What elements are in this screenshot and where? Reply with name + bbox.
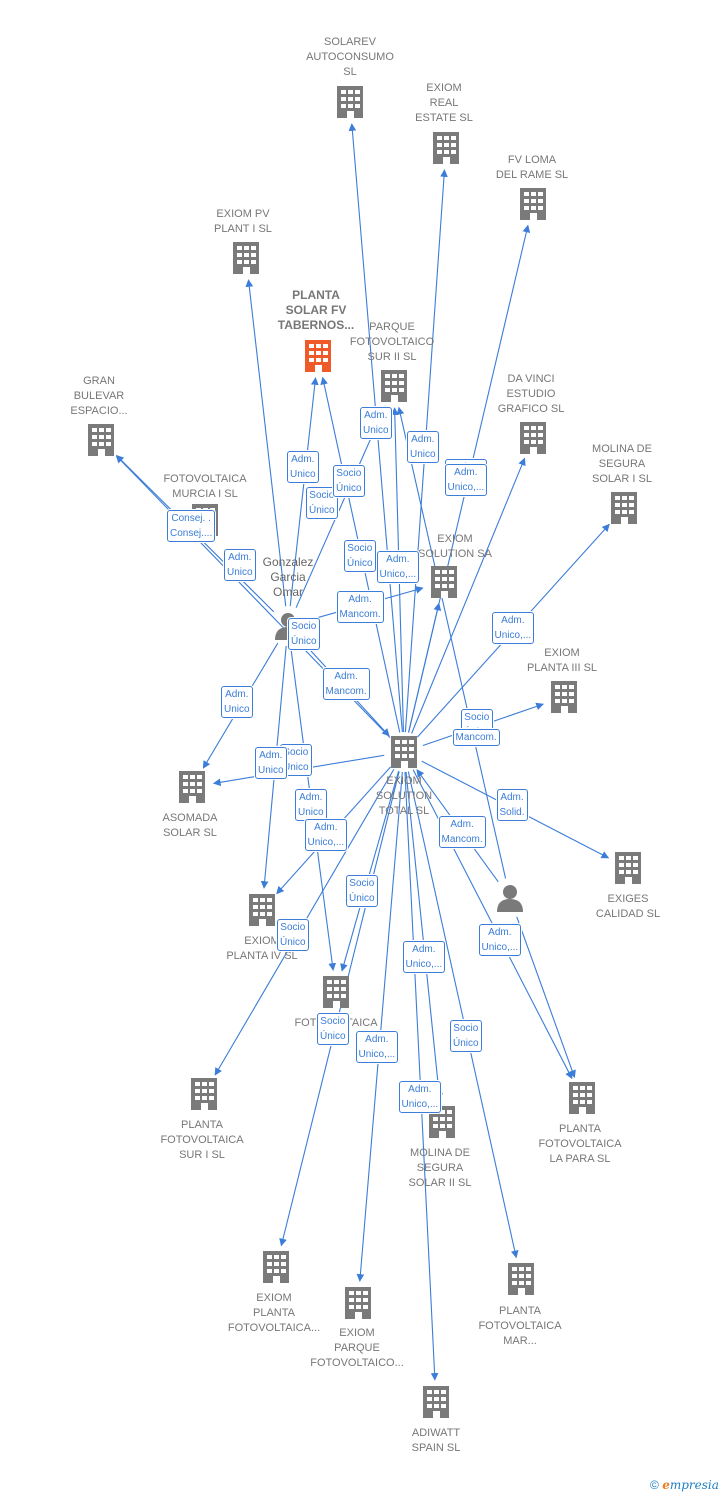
building-icon-pmar[interactable] (508, 1263, 534, 1295)
edge-center-davinci (411, 457, 526, 734)
edge-label-21[interactable]: Adm. Unico (255, 747, 287, 779)
edge-label-14[interactable]: Adm. Mancom. (322, 668, 370, 700)
node-label-molina2[interactable]: MOLINA DE SEGURA SOLAR II SL (408, 1147, 472, 1189)
edge-center-molina2 (405, 771, 443, 1101)
edge-center-solution (408, 602, 442, 733)
brand-e: e (662, 1478, 670, 1492)
edge-label-28[interactable]: Socio Único (450, 1020, 482, 1052)
edge-center-parquefot (356, 771, 403, 1282)
building-icon-planta4[interactable] (249, 894, 275, 926)
building-icon-asomada[interactable] (179, 771, 205, 803)
edge-label-0[interactable]: Adm. Unico (287, 451, 319, 483)
node-label-davinci[interactable]: DA VINCI ESTUDIO GRAFICO SL (497, 373, 565, 415)
building-icon-fvloma[interactable] (520, 188, 546, 220)
edge-label-2[interactable]: Adm. Unico (407, 431, 439, 463)
node-label-center[interactable]: EXIOM SOLUTION TOTAL SL (375, 775, 433, 817)
edge-gonzalez-tabernos (289, 377, 319, 607)
node-label-lapara[interactable]: PLANTA FOTOVOLTAICA LA PARA SL (538, 1123, 622, 1165)
person-label-gonzalez[interactable]: Gonzalez Garcia Omar (262, 555, 314, 599)
node-label-gran[interactable]: GRAN BULEVAR ESPACIO... (70, 375, 128, 417)
building-icon-gran[interactable] (88, 424, 114, 456)
building-icon-planta3[interactable] (551, 681, 577, 713)
footer-brand[interactable]: © empresia (650, 1478, 719, 1492)
node-label-molina1[interactable]: MOLINA DE SEGURA SOLAR I SL (592, 443, 652, 485)
building-icon-pvplant1[interactable] (233, 242, 259, 274)
node-label-pfotov[interactable]: EXIOM PLANTA FOTOVOLTAICA... (227, 1292, 321, 1334)
edge-label-22[interactable]: Adm. Unico,... (304, 819, 348, 851)
node-label-fvmurcia[interactable]: FOTOVOLTAICA MURCIA I SL (163, 473, 247, 500)
building-icon-molina1[interactable] (611, 492, 637, 524)
edge-label-9[interactable]: Socio Único (344, 540, 376, 572)
node-label-solution[interactable]: EXIOM SOLUTION SA (418, 533, 492, 560)
edge-label-17[interactable]: Mancom. (452, 728, 500, 746)
building-icon-adiwatt[interactable] (423, 1386, 449, 1418)
edge-center-adiwatt (404, 771, 439, 1381)
edge-label-1[interactable]: Socio Único (306, 487, 338, 519)
building-icon-fvmu2[interactable] (323, 976, 349, 1008)
edge-label-30[interactable]: Adm. Unico,... (398, 1081, 442, 1113)
node-label-tabernos[interactable]: PLANTA SOLAR FV TABERNOS... (277, 288, 355, 332)
edge-label-7[interactable]: Adm. Unico (360, 407, 392, 439)
edge-label-15[interactable]: Adm. Unico (221, 686, 253, 718)
edge-label-8[interactable]: Socio Único (333, 465, 365, 497)
edge-gonzalez-pvplant1 (245, 279, 287, 607)
node-label-planta4[interactable]: EXIOM PLANTA IV SL (226, 935, 298, 962)
node-label-exiges[interactable]: EXIGES CALIDAD SL (595, 893, 661, 920)
node-label-pvplant1[interactable]: EXIOM PV PLANT I SL (214, 208, 272, 235)
edge-label-19[interactable]: Socio Único (346, 875, 378, 907)
edge-label-27[interactable]: Adm. Unico,... (355, 1031, 399, 1063)
edge-label-11[interactable]: Adm. Mancom. (336, 591, 384, 623)
copyright-symbol: © (650, 1478, 659, 1492)
building-icon-solution[interactable] (431, 566, 457, 598)
edge-gonzalez-parque2 (295, 405, 386, 608)
edge-label-29[interactable]: Adm. Unico,... (478, 924, 522, 956)
edge-label-25[interactable]: Adm. Unico,... (402, 941, 446, 973)
node-label-parquefot[interactable]: EXIOM PARQUE FOTOVOLTAICO... (310, 1327, 404, 1369)
building-icon-lapara[interactable] (569, 1082, 595, 1114)
node-label-sur1[interactable]: PLANTA FOTOVOLTAICA SUR I SL (160, 1119, 244, 1161)
edge-label-23[interactable]: Adm. Mancom. (438, 816, 486, 848)
building-icon-tabernos[interactable] (305, 340, 331, 372)
node-label-real[interactable]: EXIOM REAL ESTATE SL (415, 82, 473, 124)
building-icon-center[interactable] (391, 736, 417, 768)
edge-person2-parque2 (396, 406, 507, 879)
node-label-solarev[interactable]: SOLAREV AUTOCONSUMO SL (306, 36, 394, 78)
building-icon-pfotov[interactable] (263, 1251, 289, 1283)
edge-label-26[interactable]: Socio Único (317, 1013, 349, 1045)
brand-name: empresia (662, 1478, 719, 1492)
edge-label-4[interactable]: Adm. Unico (224, 549, 256, 581)
node-label-adiwatt[interactable]: ADIWATT SPAIN SL (411, 1427, 461, 1454)
edge-label-13[interactable]: Adm. Unico,... (491, 612, 535, 644)
building-icon-parque2[interactable] (381, 370, 407, 402)
edge-person2-lapara (516, 916, 576, 1079)
brand-rest: mpresia (669, 1478, 719, 1492)
edge-label-18[interactable]: Adm. Unico (295, 789, 327, 821)
node-label-planta3[interactable]: EXIOM PLANTA III SL (526, 647, 598, 674)
edge-label-32[interactable]: Adm. Unico,... (376, 551, 420, 583)
edge-label-24[interactable]: Socio Único (277, 919, 309, 951)
edge-label-31[interactable]: Adm. Unico,... (444, 464, 488, 496)
edge-label-6[interactable]: Consej. . Consej.... (167, 510, 216, 542)
edge-label-20[interactable]: Adm. Solid. (496, 789, 528, 821)
nodes-layer (88, 86, 641, 1418)
node-label-parque2[interactable]: PARQUE FOTOVOLTAICO SUR II SL (349, 321, 435, 363)
building-icon-real[interactable] (433, 132, 459, 164)
node-label-asomada[interactable]: ASOMADA SOLAR SL (162, 812, 218, 839)
node-label-pmar[interactable]: PLANTA FOTOVOLTAICA MAR... (478, 1305, 562, 1347)
building-icon-exiges[interactable] (615, 852, 641, 884)
edge-center-pmar (407, 771, 519, 1259)
building-icon-parquefot[interactable] (345, 1287, 371, 1319)
node-label-fvloma[interactable]: FV LOMA DEL RAME SL (495, 154, 569, 181)
edge-center-pfotov (279, 771, 400, 1247)
edge-center-fvmu2 (340, 771, 400, 972)
building-icon-davinci[interactable] (520, 422, 546, 454)
edge-label-5[interactable]: Socio Único (288, 618, 320, 650)
person-icon-person2[interactable] (497, 885, 523, 912)
building-icon-solarev[interactable] (337, 86, 363, 118)
building-icon-sur1[interactable] (191, 1078, 217, 1110)
